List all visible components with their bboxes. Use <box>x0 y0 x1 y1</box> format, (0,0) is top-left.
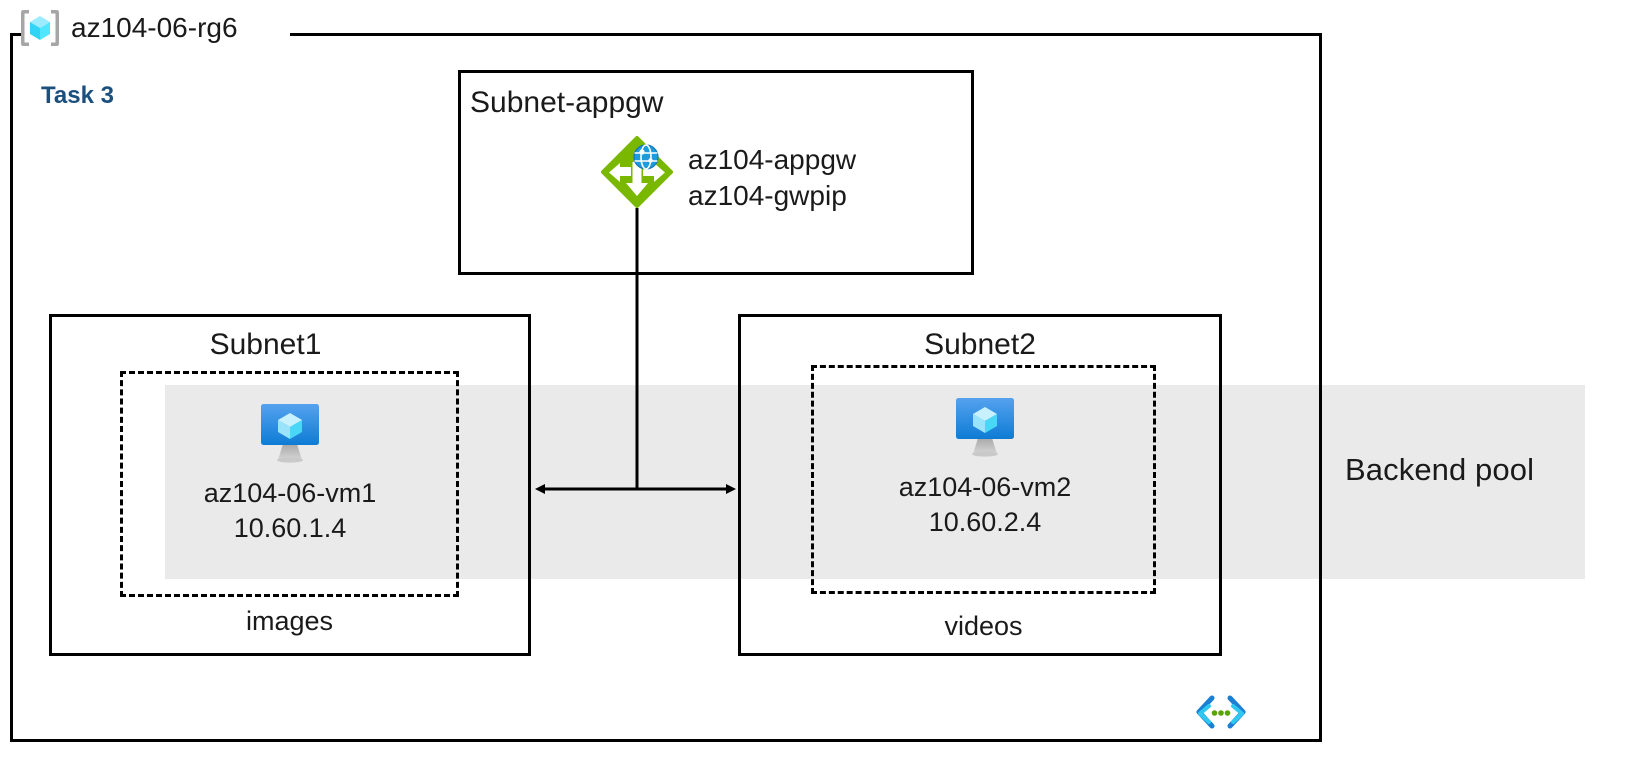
virtual-machine-icon <box>253 398 327 464</box>
subnet2-title: Subnet2 <box>924 328 1036 361</box>
gateway-public-ip-name: az104-gwpip <box>688 180 847 212</box>
subnet1-title: Subnet1 <box>209 328 322 361</box>
application-gateway-name: az104-appgw <box>688 144 857 175</box>
vm1-name: az104-06-vm1 <box>203 478 377 508</box>
subnet1-box <box>49 314 531 656</box>
backend-pool-label: Backend pool <box>1345 452 1535 487</box>
subnet1-content-label: images <box>245 606 334 636</box>
subnet1-host-group <box>120 371 459 597</box>
task-label: Task 3 <box>41 82 114 109</box>
resource-group-title-gap <box>22 22 290 48</box>
subnet2-host-group <box>811 365 1156 594</box>
backend-pool-band <box>165 385 1585 579</box>
resource-group-title: az104-06-rg6 <box>71 12 238 43</box>
vm1-block: az104-06-vm1 10.60.1.4 <box>165 398 415 545</box>
subnet2-box <box>738 314 1222 656</box>
application-gateway-group: az104-appgw az104-gwpip <box>601 136 856 215</box>
vm2-ip: 10.60.2.4 <box>928 506 1042 537</box>
virtual-machine-icon <box>948 392 1022 458</box>
application-gateway-icon <box>601 136 673 208</box>
resource-group-box <box>10 33 1322 742</box>
code-brackets-icon <box>1196 694 1246 730</box>
vm2-name: az104-06-vm2 <box>898 472 1072 502</box>
subnet-appgw-box <box>458 70 974 275</box>
resource-group-header: az104-06-rg6 <box>18 6 238 50</box>
subnet2-content-label: videos <box>944 611 1023 641</box>
subnet-appgw-title: Subnet-appgw <box>470 86 664 119</box>
application-gateway-names: az104-appgw az104-gwpip <box>688 142 856 215</box>
resource-group-icon <box>18 6 62 50</box>
vm2-block: az104-06-vm2 10.60.2.4 <box>860 392 1110 539</box>
vm1-ip: 10.60.1.4 <box>233 512 347 543</box>
